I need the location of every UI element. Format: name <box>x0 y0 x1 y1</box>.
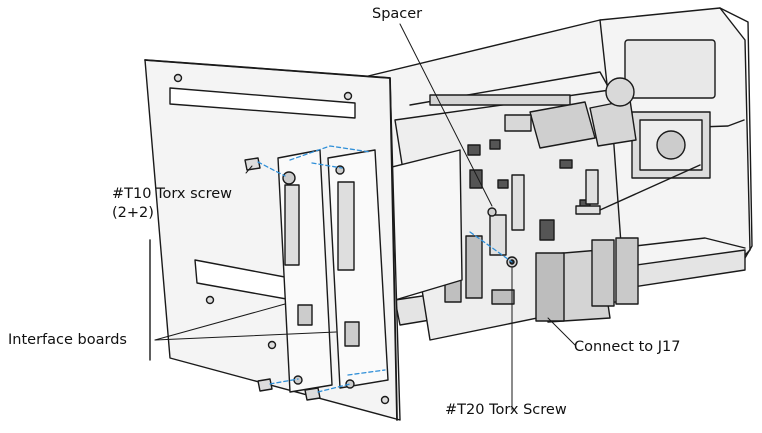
ribbon-cable <box>535 237 639 323</box>
leader-lines <box>154 23 576 411</box>
spacer-part <box>487 207 497 217</box>
connect-j17-label: Connect to J17 <box>574 339 681 355</box>
stepper-motor <box>631 111 711 179</box>
interface-board-2 <box>327 149 389 389</box>
t20-screw-label: #T20 Torx Screw <box>445 402 567 418</box>
spacer-label: Spacer <box>372 6 423 22</box>
rear-opening <box>624 39 716 99</box>
pcb-connectors <box>489 169 601 256</box>
power-components <box>504 77 637 149</box>
small-header <box>491 289 515 305</box>
alignment-guides <box>257 145 513 393</box>
t10-torx-screws <box>244 157 321 401</box>
interface-boards-label: Interface boards <box>8 332 127 348</box>
housing-rear-edge <box>719 7 753 259</box>
t10-count-label: (2+2) <box>112 205 154 221</box>
drive-rod <box>599 164 701 211</box>
interface-board-1 <box>277 149 333 393</box>
t10-screw-label: #T10 Torx screw <box>112 186 233 202</box>
top-slot <box>169 87 356 119</box>
pcb-chips <box>467 139 591 241</box>
t20-torx-screw <box>506 256 518 268</box>
